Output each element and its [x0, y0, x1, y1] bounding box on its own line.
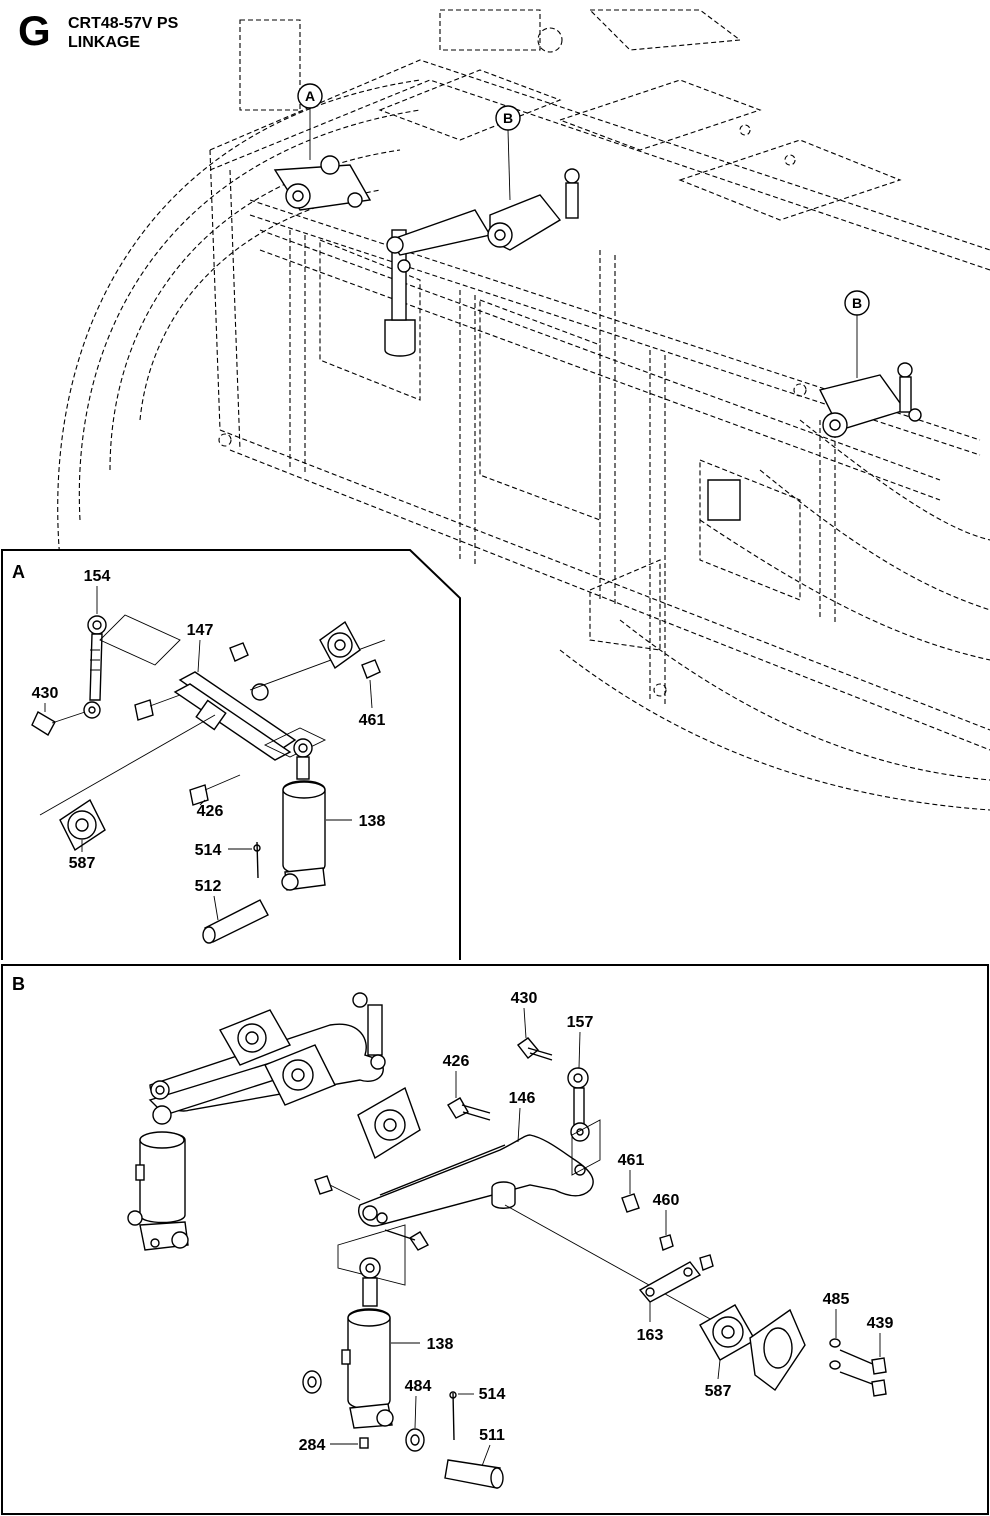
b-label-511: 511: [479, 1427, 505, 1444]
b-label-439: 439: [867, 1315, 894, 1332]
part-587-bearing-upper: [357, 1086, 421, 1160]
callout-a-label: A: [305, 88, 315, 104]
part-138-cylinder: [281, 738, 326, 891]
b-label-430: 430: [511, 990, 538, 1007]
part-426-bolt: [134, 694, 241, 806]
overview-linkage-b1: [386, 168, 580, 273]
callout-b2-label: B: [852, 295, 862, 311]
a-label-587: 587: [69, 855, 96, 872]
part-154-rod-end: [83, 615, 107, 719]
section-title: LINKAGE: [68, 34, 140, 51]
a-label-138: 138: [359, 813, 386, 830]
part-146-arm: [358, 1134, 594, 1227]
model-label: CRT48-57V PS: [68, 15, 179, 32]
part-426-bolt: [384, 1097, 491, 1251]
b-label-426: 426: [443, 1053, 470, 1070]
section-letter: G: [18, 7, 51, 54]
part-461-nut: [314, 1175, 640, 1213]
diagram-title: CRT48-57V PS LINKAGE: [68, 14, 178, 52]
b-label-163: 163: [637, 1327, 664, 1344]
b-label-514: 514: [479, 1386, 506, 1403]
part-484-washer: [405, 1428, 425, 1452]
callout-b1-label: B: [503, 110, 513, 126]
a-label-147: 147: [187, 622, 214, 639]
b-label-138: 138: [427, 1336, 454, 1353]
overview-linkage-b2: [707, 362, 922, 521]
part-430-bolt: [31, 711, 86, 736]
b-label-484: 484: [405, 1378, 432, 1395]
part-461-nut: [229, 642, 381, 679]
a-label-154: 154: [84, 568, 111, 585]
part-512-pin: [202, 899, 269, 944]
part-138-cylinder: [341, 1257, 394, 1429]
part-485-washer: [829, 1338, 841, 1370]
callout-b-2: B: [844, 290, 870, 378]
callout-b-1: B: [495, 105, 521, 201]
detail-b-panel: B: [1, 964, 989, 1515]
part-514-pin: [253, 841, 261, 879]
part-514-pin: [449, 1391, 457, 1441]
part-439-bolt: [839, 1349, 887, 1397]
part-284-fitting: [359, 1437, 369, 1449]
b-label-284: 284: [299, 1437, 326, 1454]
a-label-426: 426: [197, 803, 224, 820]
a-label-514: 514: [195, 842, 222, 859]
detail-a-label: A: [12, 562, 25, 582]
b-label-461: 461: [618, 1152, 645, 1169]
a-label-461: 461: [359, 712, 386, 729]
part-washer-left: [302, 1370, 322, 1394]
part-587-bearing: [699, 1304, 806, 1392]
part-157-rod-end: [567, 1067, 590, 1142]
detail-a-panel: A: [1, 549, 461, 960]
part-147-link: [173, 671, 297, 761]
part-163-plate: [638, 1261, 702, 1303]
b-label-146: 146: [509, 1090, 536, 1107]
b-label-157: 157: [567, 1014, 594, 1031]
detail-b-label: B: [12, 974, 25, 994]
a-label-430: 430: [32, 685, 59, 702]
assembled-linkage-view: [127, 992, 386, 1251]
overview-frame: [57, 9, 990, 811]
b-label-587: 587: [705, 1383, 732, 1400]
b-label-460: 460: [653, 1192, 680, 1209]
b-label-485: 485: [823, 1291, 850, 1308]
part-587-bearing: [59, 620, 361, 852]
part-460-nut: [659, 1234, 714, 1271]
a-label-512: 512: [195, 878, 222, 895]
overview-linkage-a: [273, 155, 416, 357]
callout-a: A: [297, 83, 323, 160]
part-430-bolt: [516, 1037, 553, 1061]
